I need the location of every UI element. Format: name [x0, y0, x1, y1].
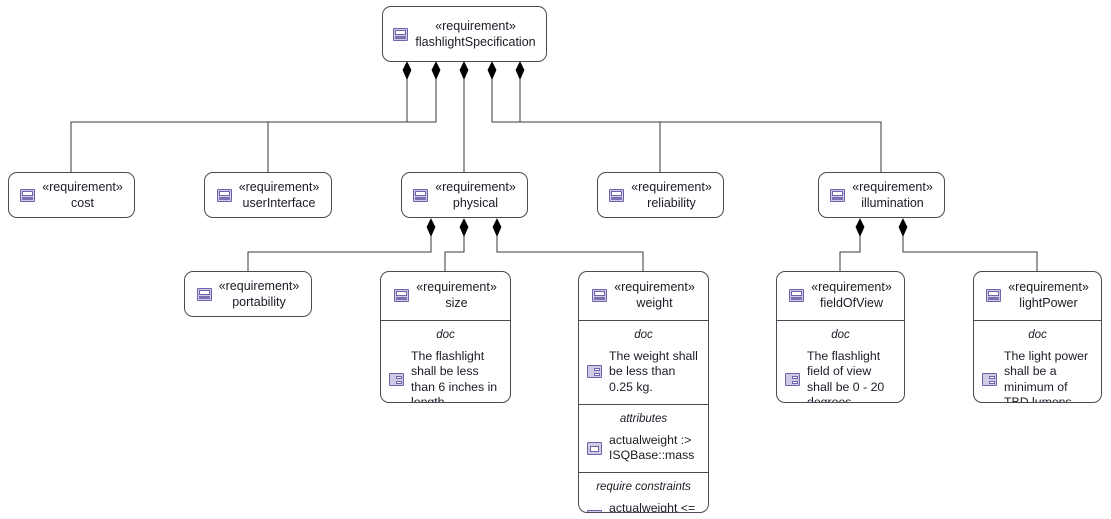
- doc-text: The flashlight field of view shall be 0 …: [807, 349, 885, 403]
- node-stereotype: «requirement»: [614, 280, 695, 294]
- node-lightPower[interactable]: «requirement» lightPower doc The light p…: [973, 271, 1102, 403]
- compartment-doc: doc The weight shall be less than 0.25 k…: [579, 320, 708, 404]
- requirement-icon: [830, 189, 846, 202]
- doc-icon: [982, 373, 997, 387]
- node-name: reliability: [647, 195, 696, 210]
- node-fieldOfView[interactable]: «requirement» fieldOfView doc The flashl…: [776, 271, 905, 403]
- node-header: «requirement» size: [381, 272, 510, 320]
- compartment-title: require constraints: [596, 481, 691, 494]
- compartment-row: actualweight :> ISQBase::mass: [587, 433, 700, 464]
- node-header: «requirement» userInterface: [205, 173, 331, 217]
- node-size[interactable]: «requirement» size doc The flashlight sh…: [380, 271, 511, 403]
- node-header: «requirement» lightPower: [974, 272, 1101, 320]
- compartment-doc: doc The light power shall be a minimum o…: [974, 320, 1101, 403]
- compartment-title: doc: [831, 329, 850, 341]
- node-stereotype: «requirement»: [416, 280, 497, 294]
- node-stereotype: «requirement»: [238, 180, 320, 194]
- constraint-text: actualweight <= 0.25 [kg]: [609, 501, 696, 513]
- node-header: «requirement» physical: [402, 173, 527, 217]
- node-userInterface[interactable]: «requirement» userInterface: [204, 172, 332, 218]
- node-header: «requirement» weight: [579, 272, 708, 320]
- node-header: «requirement» reliability: [598, 173, 723, 217]
- compartment-row: actualweight <= 0.25 [kg]: [587, 501, 700, 513]
- requirement-icon: [20, 189, 36, 202]
- node-name: lightPower: [1019, 295, 1078, 310]
- node-header: «requirement» flashlightSpecification: [383, 7, 546, 61]
- node-stereotype: «requirement»: [852, 180, 933, 194]
- node-name: userInterface: [242, 195, 316, 210]
- node-stereotype: «requirement»: [1008, 280, 1089, 294]
- doc-icon: [587, 365, 602, 379]
- node-name: weight: [636, 295, 673, 310]
- node-stereotype: «requirement»: [631, 180, 712, 194]
- attribute-text: actualweight :> ISQBase::mass: [609, 432, 695, 463]
- requirement-icon: [986, 289, 1002, 302]
- doc-icon: [785, 373, 800, 387]
- node-weight[interactable]: «requirement» weight doc The weight shal…: [578, 271, 709, 513]
- requirement-icon: [413, 189, 429, 202]
- constraint-icon: [587, 510, 602, 512]
- node-illumination[interactable]: «requirement» illumination: [818, 172, 945, 218]
- node-header: «requirement» cost: [9, 173, 134, 217]
- requirement-icon: [393, 28, 409, 41]
- doc-text: The light power shall be a minimum of TB…: [1004, 349, 1089, 403]
- node-header: «requirement» fieldOfView: [777, 272, 904, 320]
- compartment-title: doc: [634, 329, 653, 341]
- compartment-doc: doc The flashlight field of view shall b…: [777, 320, 904, 403]
- node-stereotype: «requirement»: [811, 280, 892, 294]
- compartment-title: attributes: [619, 412, 668, 425]
- node-stereotype: «requirement»: [435, 19, 516, 33]
- doc-icon: [389, 373, 404, 387]
- node-name: portability: [232, 294, 286, 309]
- compartment-title: doc: [436, 329, 455, 341]
- requirement-icon: [394, 289, 410, 302]
- node-portability[interactable]: «requirement» portability: [184, 271, 312, 317]
- compartment-row: The flashlight shall be less than 6 inch…: [389, 349, 502, 403]
- compartment-row: The weight shall be less than 0.25 kg.: [587, 349, 700, 395]
- node-name: fieldOfView: [819, 295, 883, 310]
- node-header: «requirement» illumination: [819, 173, 944, 217]
- node-cost[interactable]: «requirement» cost: [8, 172, 135, 218]
- node-name: flashlightSpecification: [415, 34, 536, 49]
- compartment-row: The light power shall be a minimum of TB…: [982, 349, 1093, 403]
- compartment-doc: doc The flashlight shall be less than 6 …: [381, 320, 510, 403]
- attribute-icon: [587, 441, 602, 455]
- node-stereotype: «requirement»: [42, 180, 123, 194]
- node-name: cost: [71, 195, 94, 210]
- node-name: size: [445, 295, 468, 310]
- requirement-icon: [216, 189, 232, 202]
- compartment-attributes: attributes actualweight :> ISQBase::mass: [579, 403, 708, 473]
- node-stereotype: «requirement»: [435, 180, 516, 194]
- compartment-row: The flashlight field of view shall be 0 …: [785, 349, 896, 403]
- requirement-icon: [592, 289, 608, 302]
- compartment-title: doc: [1028, 329, 1047, 341]
- requirement-icon: [789, 289, 805, 302]
- compartment-constraints: require constraints actualweight <= 0.25…: [579, 472, 708, 513]
- node-name: illumination: [861, 195, 924, 210]
- requirement-icon: [609, 189, 625, 202]
- node-name: physical: [452, 195, 499, 210]
- node-physical[interactable]: «requirement» physical: [401, 172, 528, 218]
- node-reliability[interactable]: «requirement» reliability: [597, 172, 724, 218]
- doc-text: The weight shall be less than 0.25 kg.: [609, 349, 698, 394]
- node-header: «requirement» portability: [185, 272, 311, 316]
- requirement-icon: [196, 288, 212, 301]
- doc-text: The flashlight shall be less than 6 inch…: [411, 349, 498, 403]
- node-flashlightSpecification[interactable]: «requirement» flashlightSpecification: [382, 6, 547, 62]
- node-stereotype: «requirement»: [218, 279, 300, 293]
